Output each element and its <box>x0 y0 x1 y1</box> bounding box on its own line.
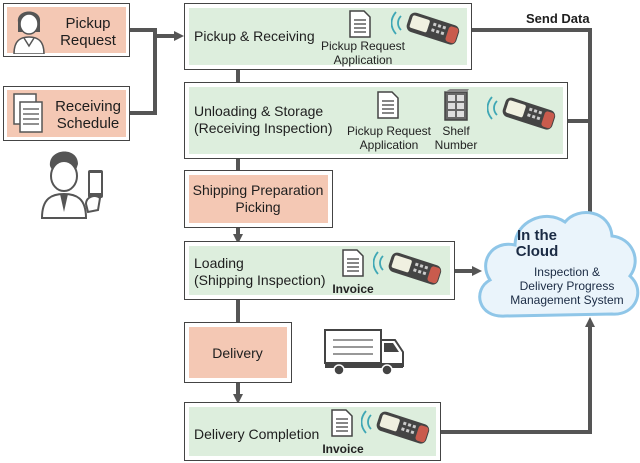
person-with-phone-icon <box>40 151 103 219</box>
delivery-completion-doc-label: Invoice <box>322 442 364 456</box>
pickup-request-label: Pickup Request <box>60 15 116 49</box>
shipping-prep-box: Shipping Preparation Picking <box>184 170 333 228</box>
pickup-receiving-doc-label: Pickup Request Application <box>320 39 406 67</box>
handheld-scanner-icon <box>361 410 430 444</box>
document-icon <box>349 10 371 38</box>
shipping-prep-title: Shipping Preparation Picking <box>192 182 324 215</box>
unloading-storage-doc-label: Pickup Request Application <box>346 124 432 152</box>
loading-doc-label: Invoice <box>332 282 374 296</box>
pickup-receiving-title: Pickup & Receiving <box>194 28 315 44</box>
loading-title: Loading (Shipping Inspection) <box>194 255 326 288</box>
cloud-shape <box>478 211 640 318</box>
receiving-schedule-box: Receiving Schedule <box>3 86 130 141</box>
cloud-title: In the Cloud <box>515 227 559 260</box>
delivery-title: Delivery <box>212 345 263 361</box>
document-icon <box>331 409 353 437</box>
pickup-receiving-box: Pickup & Receiving Pickup Request Applic… <box>184 3 472 70</box>
unloading-storage-box: Unloading & Storage (Receiving Inspectio… <box>184 82 568 159</box>
documents-icon <box>13 93 43 133</box>
delivery-completion-title: Delivery Completion <box>194 426 320 442</box>
loading-box: Loading (Shipping Inspection) Invoice <box>184 241 455 300</box>
pickup-request-box: Pickup Request <box>3 3 130 57</box>
shelf-number-label: Shelf Number <box>434 124 478 152</box>
pickup-request-line <box>130 28 157 36</box>
send-data-line <box>470 28 595 228</box>
delivery-completion-box: Delivery Completion Invoice <box>184 402 441 461</box>
handheld-scanner-icon <box>391 11 460 45</box>
document-icon <box>377 91 399 119</box>
delivery-box: Delivery <box>184 322 292 383</box>
cloud-subtitle: Inspection & Delivery Progress Managemen… <box>510 265 624 307</box>
handheld-scanner-icon <box>373 251 442 285</box>
truck-icon <box>324 329 404 376</box>
document-icon <box>342 249 364 277</box>
handheld-scanner-icon <box>487 96 556 130</box>
receiving-schedule-label: Receiving Schedule <box>55 98 121 132</box>
send-data-label: Send Data <box>526 11 590 26</box>
receiving-schedule-line <box>130 36 157 115</box>
woman-icon <box>13 11 45 54</box>
shelf-icon <box>444 89 469 121</box>
unloading-storage-title: Unloading & Storage (Receiving Inspectio… <box>194 103 333 136</box>
completion-to-cloud-line <box>441 317 595 434</box>
